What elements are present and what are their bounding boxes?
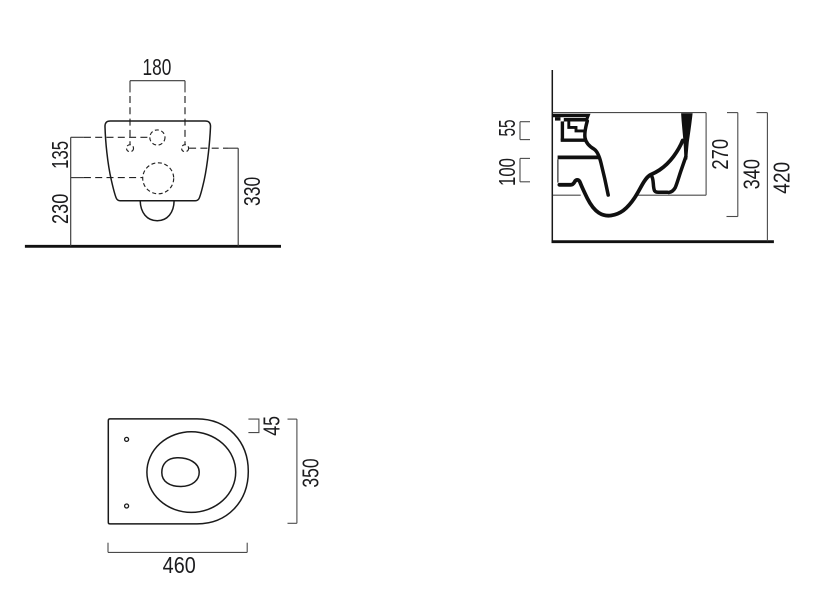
svg-text:180: 180 [143,55,172,81]
svg-text:55: 55 [495,119,521,136]
svg-text:135: 135 [48,141,73,169]
svg-text:270: 270 [708,139,734,170]
svg-text:420: 420 [769,162,795,194]
svg-text:340: 340 [740,159,766,189]
svg-text:350: 350 [298,458,324,487]
svg-text:460: 460 [163,551,196,578]
svg-text:100: 100 [496,158,521,186]
svg-text:45: 45 [259,416,285,436]
svg-text:230: 230 [48,194,74,224]
svg-text:330: 330 [240,177,266,206]
